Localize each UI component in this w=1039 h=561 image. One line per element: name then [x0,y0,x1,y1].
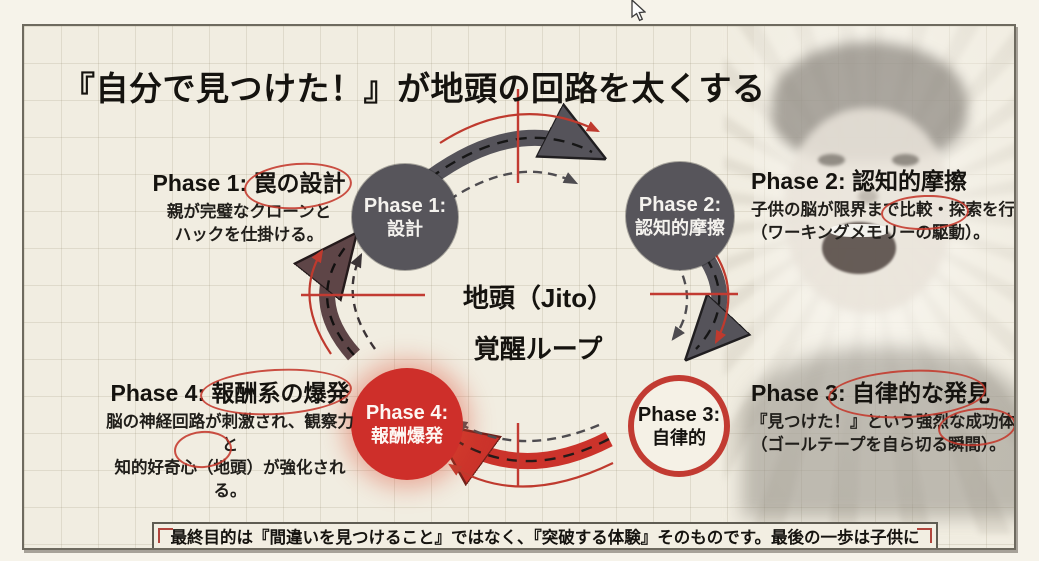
footer-note-box: 最終目的は『間違いを見つけること』ではなく、『突破する体験』そのものです。最後の… [152,522,938,551]
phase-1-node-sublabel: 設計 [387,218,423,239]
phase-3-node-label: Phase 3: [637,403,721,426]
left-inner-dash-arrow [350,252,376,350]
phase-2-desc-line2: （ワーキングメモリーの駆動）。 [751,224,990,242]
left-arc-dash [326,244,355,356]
phase-4-text-block: Phase 4: 報酬系の爆発 脳の神経回路が刺激され、観察力と 知的好奇心（地… [104,378,356,503]
phase-4-node-sublabel: 報酬爆発 [371,425,443,446]
phase-4-heading: Phase 4: 報酬系の爆発 [110,380,350,406]
top-inner-dash-arrow [448,170,579,202]
bottom-outer-red-arrow [448,462,614,488]
corner-bracket-top-left [158,528,173,543]
cycle-arrows [24,89,1014,488]
right-arc-dash [694,242,721,350]
top-arc-arrow [425,138,592,185]
phase-3-desc-line2: （ゴールテープを自ら切る瞬間）。 [751,436,1006,454]
phase-2-node-sublabel: 認知的摩擦 [635,217,725,238]
corner-bracket-top-right [917,528,932,543]
phase-2-desc-line1: 子供の脳が限界まで比較・探索を行う [751,201,1016,219]
phase-3-node-sublabel: 自律的 [652,427,706,448]
worksheet-frame: 『自分で見つけた！』が地頭の回路を太くする 地頭（Jito） 覚醒ループ Pha… [22,24,1016,550]
right-inner-dash-arrow [668,248,689,341]
phase-4-desc-line2: 知的好奇心（地頭）が強化される。 [114,459,346,500]
loop-label-line2: 覚醒ループ [473,334,603,364]
top-arc-dash [429,136,593,179]
phase-1-heading: Phase 1: 罠の設計 [152,170,346,196]
phase-1-text-block: Phase 1: 罠の設計 親が完璧なクローンと ハックを仕掛ける。 [136,168,362,247]
mouse-cursor-icon [631,0,646,22]
bottom-arc-dash [444,432,610,463]
page-title: 『自分で見つけた！』が地頭の回路を太くする [62,70,766,107]
phase-3-text-block: Phase 3: 自律的な発見 『見つけた！』という強烈な成功体験 （ゴールテー… [751,378,1016,457]
footer-note-line1: 最終目的は『間違いを見つけること』ではなく、『突破する体験』そのものです。最後の… [170,528,920,547]
bottom-arc-arrow [445,433,613,461]
phase-4-node: Phase 4: 報酬爆発 [351,368,463,480]
phase-3-desc-line1: 『見つけた！』という強烈な成功体験 [751,413,1016,431]
phase-2-text-block: Phase 2: 認知的摩擦 子供の脳が限界まで比較・探索を行う （ワーキングメ… [751,166,1016,245]
footer-note-line2: 任せ、親子で『すごい！』を全力で共有しましょう。それが、生涯続く学習意欲の土台と… [154,549,936,551]
phase-1-node-label: Phase 1: [363,194,447,217]
phase-4-desc-line1: 脳の神経回路が刺激され、観察力と [106,413,354,454]
bottom-inner-dash-arrow [452,419,600,443]
phase-1-desc-line1: 親が完璧なクローンと [166,203,332,221]
phase-2-node-label: Phase 2: [638,193,722,216]
phase-2-heading: Phase 2: 認知的摩擦 [751,168,967,194]
loop-label-line1: 地頭（Jito） [462,283,614,313]
phase-3-node: Phase 3: 自律的 [628,375,730,477]
phase-1-node: Phase 1: 設計 [352,164,458,270]
phase-1-desc-line2: ハックを仕掛ける。 [174,226,324,244]
left-outer-red-arrow [308,249,332,355]
phase-2-node: Phase 2: 認知的摩擦 [626,162,734,270]
phase-3-heading: Phase 3: 自律的な発見 [751,380,990,406]
phase-4-node-label: Phase 4: [365,401,449,424]
